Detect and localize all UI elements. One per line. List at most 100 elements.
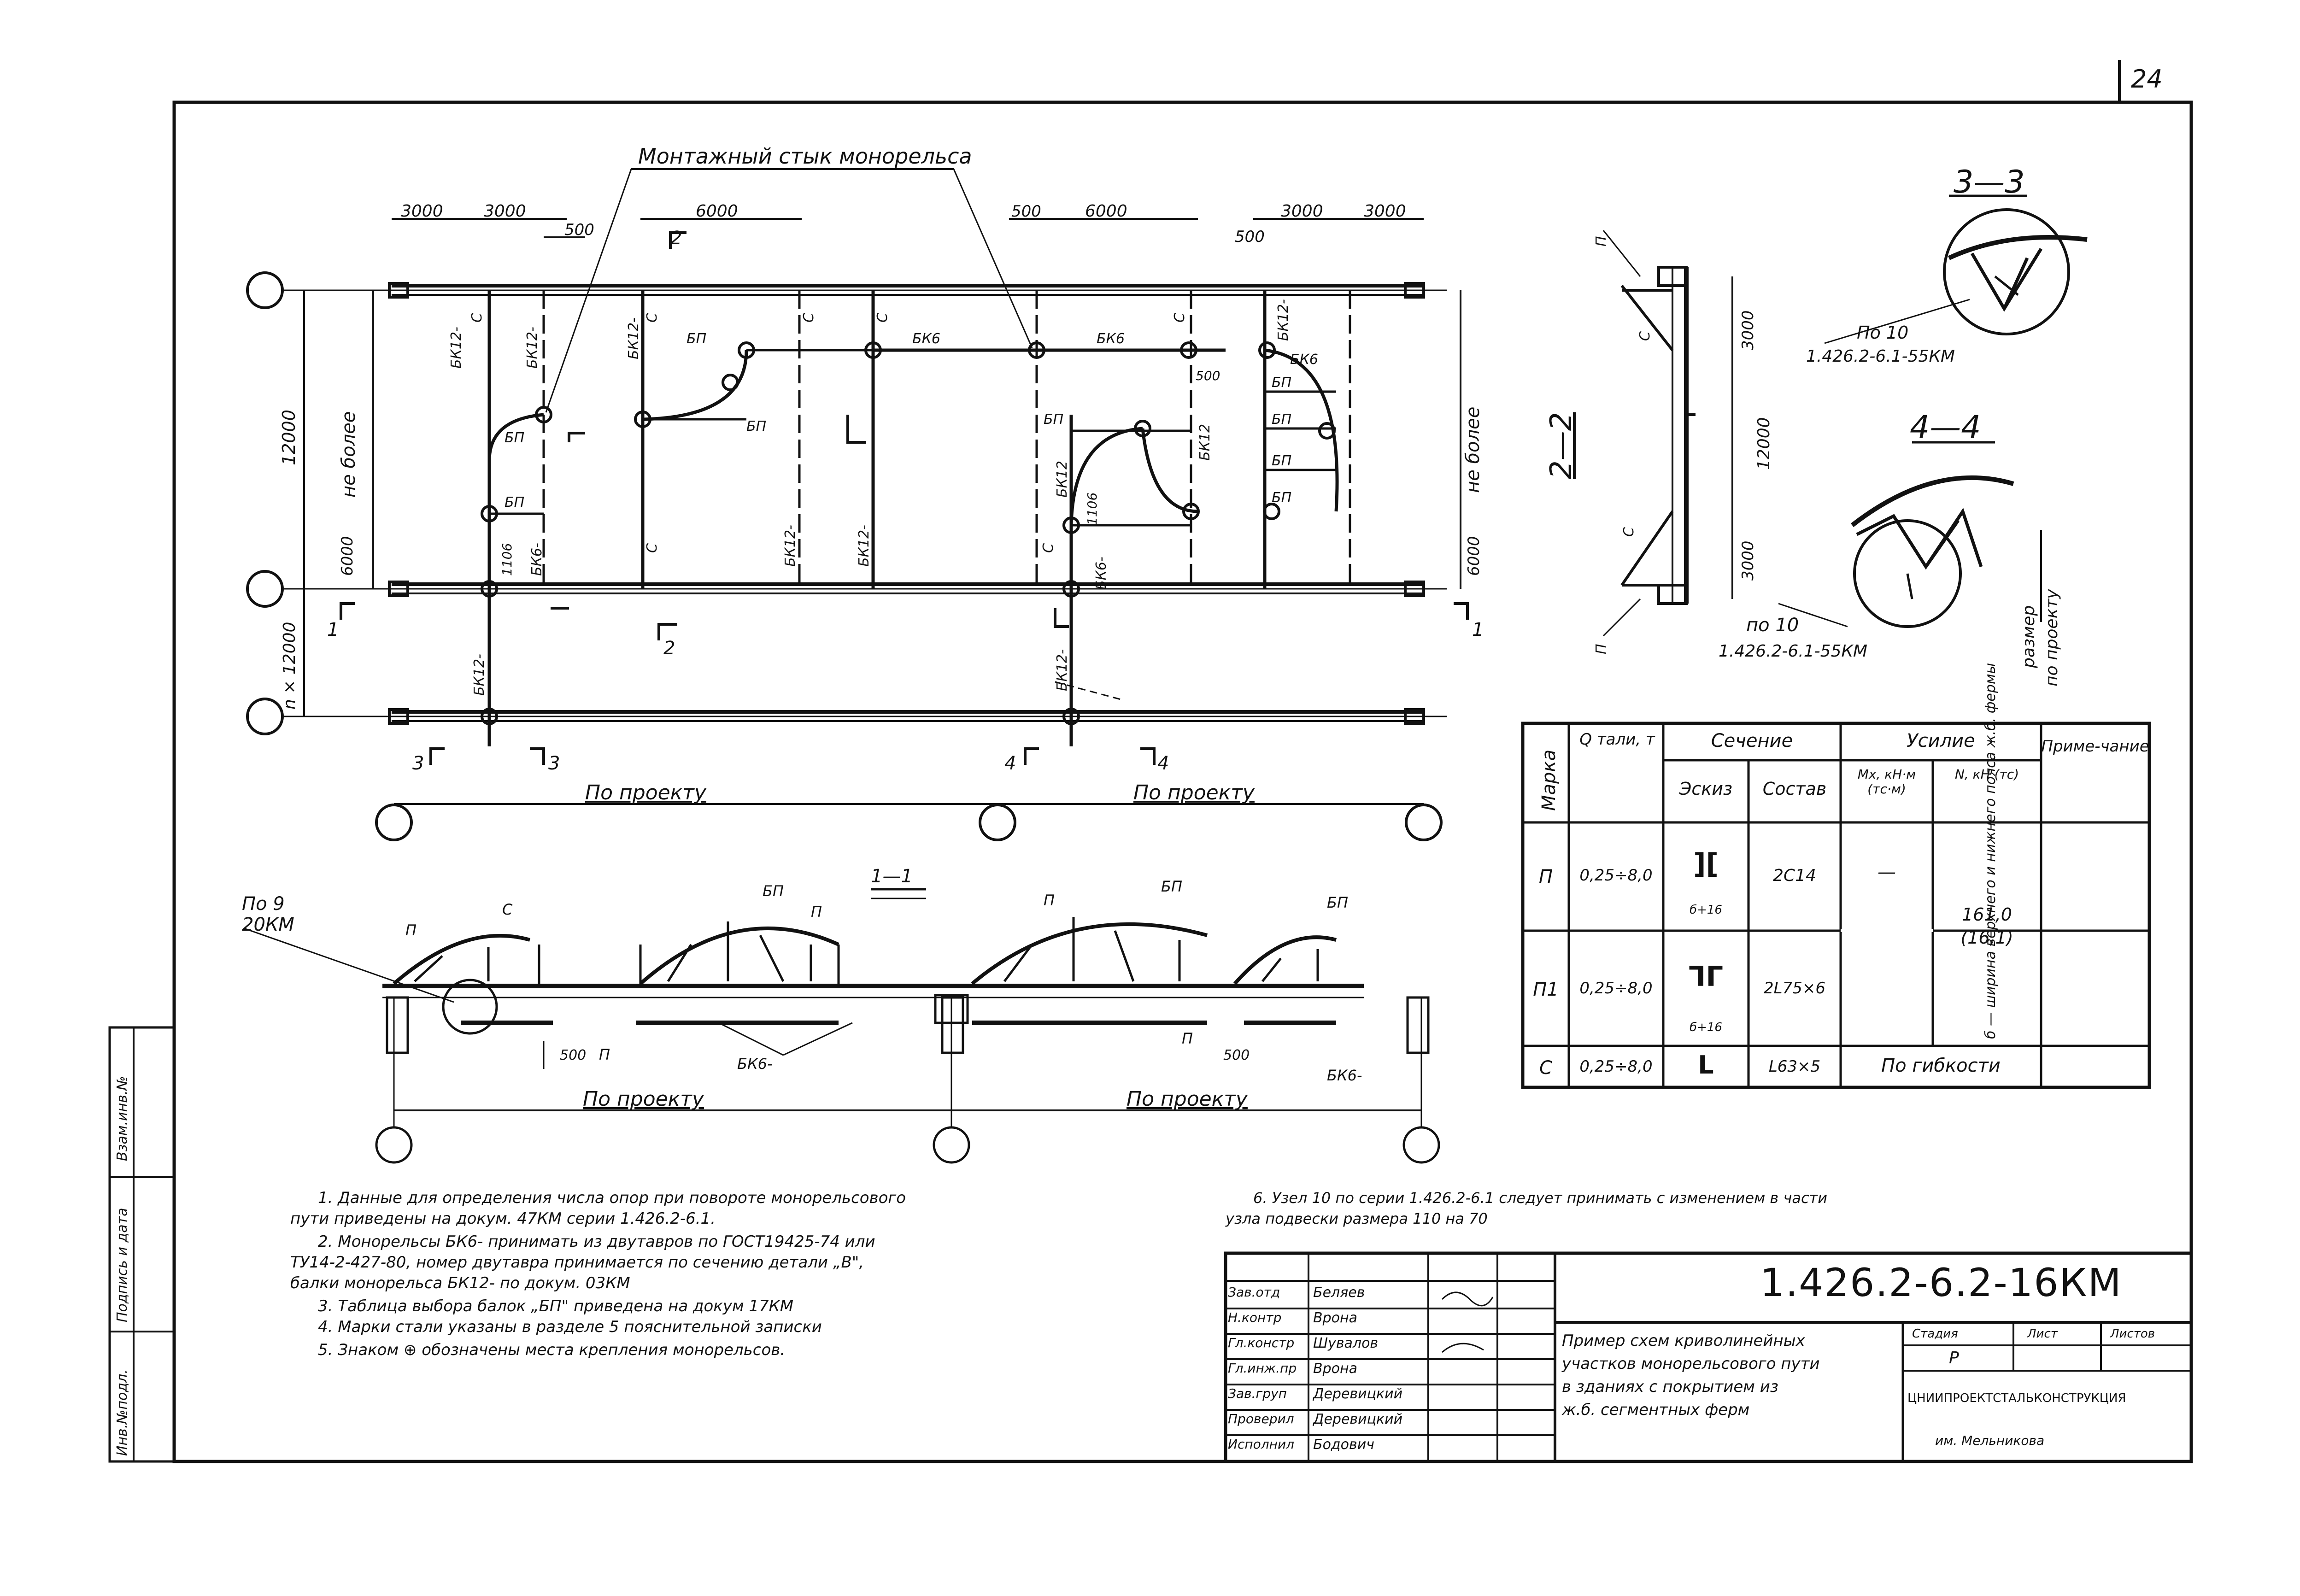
beam-label: БК12-: [626, 317, 642, 359]
member-label: С: [502, 901, 513, 918]
dim-label: 3000: [1281, 202, 1323, 221]
side-stamp-frame: [108, 1026, 176, 1463]
ref-label: по 10: [1746, 615, 1799, 636]
table-row-mx: —: [1878, 862, 1896, 883]
ref-label: По 9: [242, 893, 285, 915]
stage-label: Стадия: [1912, 1327, 1958, 1341]
page-number: 24: [2131, 65, 2163, 94]
dim-label: 500: [1011, 202, 1041, 221]
note-line: 6. Узел 10 по серии 1.426.2-6.1 следует …: [1253, 1189, 1827, 1207]
dim-label: 3000: [401, 202, 443, 221]
stamp-name: Бодович: [1313, 1437, 1374, 1453]
member-label: П: [405, 921, 417, 939]
beam-label: БК6-: [1093, 557, 1109, 590]
beam-label: БП: [686, 331, 706, 347]
dim-label: n × 12000: [280, 622, 299, 710]
member-label: П: [1593, 644, 1609, 654]
dim-label: 3000: [1364, 202, 1406, 221]
note-line: узла подвески размера 110 на 70: [1226, 1210, 1488, 1227]
by-project-label: По проекту: [585, 781, 707, 804]
section-title: 4—4: [1910, 409, 1981, 446]
beam-label: БК6-: [529, 543, 545, 576]
member-label: С: [1637, 331, 1653, 341]
grid-axis-bubble: [933, 1126, 970, 1164]
member-label: П: [1044, 892, 1055, 909]
beam-label: БП: [505, 430, 524, 446]
grid-axis-bubble: [246, 570, 284, 608]
dim-label: 500: [564, 221, 594, 239]
dim-label: 500: [560, 1047, 586, 1063]
member-label: П: [599, 1046, 610, 1063]
beam-label: С: [801, 313, 817, 323]
beam-label: БК6: [1290, 352, 1318, 368]
note-line: 1. Данные для определения числа опор при…: [318, 1189, 906, 1207]
organization-subname: им. Мельникова: [1935, 1433, 2045, 1448]
stamp-label: Подпись и дата: [114, 1208, 130, 1323]
section-mark: 1: [1472, 619, 1484, 640]
dim-label: 12000: [279, 410, 299, 465]
stamp-name: Деревицкий: [1313, 1386, 1403, 1402]
stamp-role: Проверил: [1228, 1411, 1294, 1426]
table-row-mark: С: [1539, 1057, 1552, 1079]
grid-axis-bubble: [246, 271, 284, 309]
beam-label: БК12-: [1275, 299, 1291, 341]
title-block: [1224, 1251, 2193, 1463]
beam-label: БК12-: [471, 654, 487, 696]
elevation-1-1: [244, 888, 1440, 1164]
dim-label: 3000: [1739, 540, 1757, 581]
section-4-4: [1850, 441, 2042, 628]
document-code: 1.426.2-6.2-16КМ: [1760, 1260, 2122, 1305]
section-title: 1—1: [871, 866, 913, 887]
table-header-mx: Mx, кН·м (тс·м): [1857, 767, 1916, 797]
note-line: балки монорельса БК12- по докум. 03КМ: [290, 1274, 630, 1292]
table-row-sketch-dim: б+16: [1690, 1021, 1722, 1034]
stamp-name: Врона: [1313, 1310, 1357, 1326]
dim-label: 12000: [1754, 417, 1773, 470]
section-2-2: [1602, 230, 1848, 637]
stamp-name: Врона: [1313, 1361, 1357, 1377]
beam-label: БК12-: [448, 327, 464, 369]
table-row-mark: П1: [1533, 979, 1559, 1000]
grid-axis-bubble: [1405, 804, 1443, 841]
beam-label: БК12-: [782, 525, 798, 567]
table-note-text: б — ширина верхнего и нижнего пояса ж.б.…: [1983, 663, 1999, 1039]
table-header-section: Сечение: [1711, 730, 1793, 751]
stamp-role: Зав.груп: [1228, 1386, 1287, 1401]
table-row-q: 0,25÷8,0: [1579, 866, 1653, 885]
dim-label: не более: [1462, 407, 1484, 493]
beam-label: БП: [1272, 375, 1291, 391]
member-label: БП: [763, 882, 784, 900]
beam-label: БК12-: [524, 327, 540, 369]
dim-label: 6000: [1085, 202, 1127, 221]
section-title: 3—3: [1954, 164, 2025, 200]
dim-label: 500: [1235, 228, 1265, 246]
beam-label: БП: [1272, 411, 1291, 428]
grid-axis-bubble: [979, 804, 1016, 841]
table-header-sketch: Эскиз: [1679, 779, 1733, 799]
member-label: С: [1621, 527, 1637, 537]
beam-label: БП: [746, 418, 766, 434]
section-mark: 3: [548, 753, 560, 774]
table-row-composition: L63×5: [1768, 1057, 1821, 1076]
stamp-label: Инв.№подл.: [114, 1369, 130, 1456]
plan-view: [246, 168, 1469, 841]
plan-title: Монтажный стык монорельса: [638, 144, 972, 169]
note-label: по проекту: [2042, 589, 2061, 687]
beam-label: С: [469, 313, 485, 323]
beam-label: БК12: [1054, 461, 1070, 498]
stamp-role: Н.контр: [1228, 1310, 1282, 1325]
drawing-title-line: участков монорельсового пути: [1562, 1355, 1820, 1373]
drawing-title-line: ж.б. сегментных ферм: [1562, 1401, 1750, 1419]
dim-label: 6000: [696, 202, 738, 221]
dim-label: 1106: [1085, 493, 1100, 525]
member-label: П: [811, 903, 822, 921]
note-line: 5. Знаком ⊕ обозначены места крепления м…: [318, 1341, 786, 1359]
note-label: размер: [2019, 605, 2038, 669]
sheet-label: Лист: [2027, 1327, 2058, 1341]
grid-axis-bubble: [375, 804, 413, 841]
table-row-composition: 2L75×6: [1764, 979, 1825, 998]
table-header-n: N, кН (тс): [1954, 767, 2019, 782]
member-label: БП: [1327, 894, 1348, 911]
dim-label: 6000: [338, 536, 357, 576]
